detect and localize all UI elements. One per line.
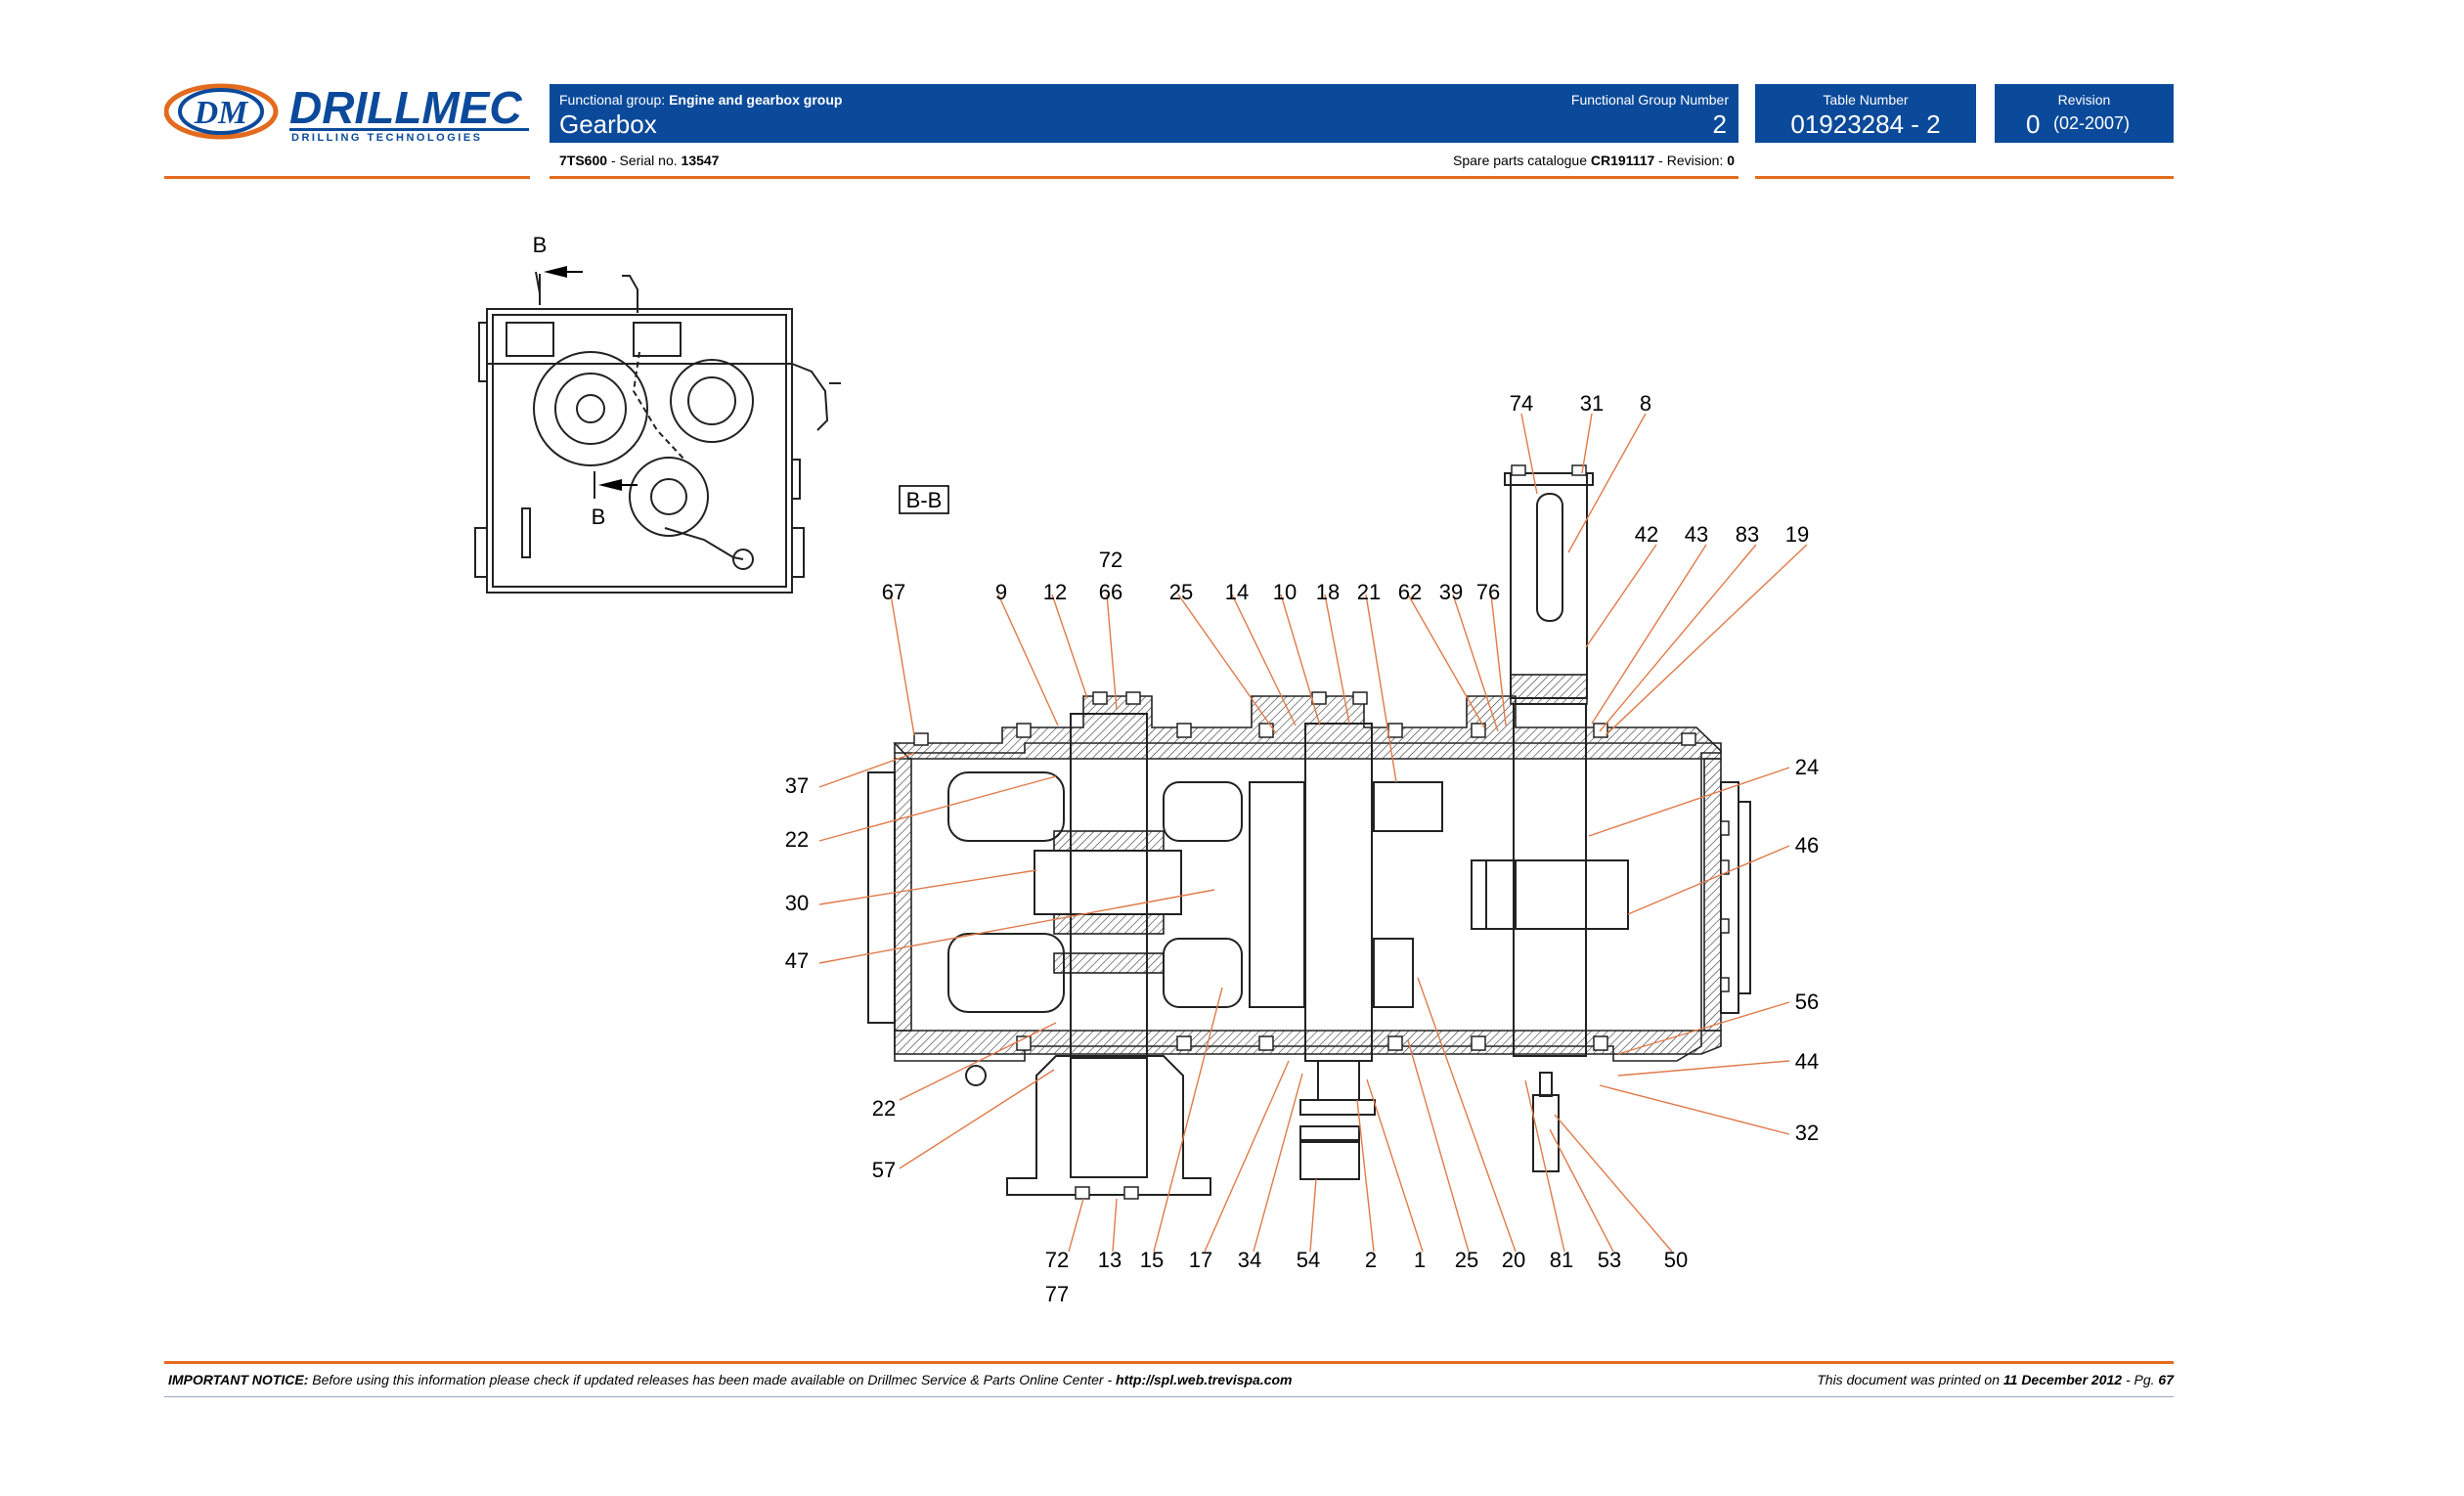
callout-76: 76 [1476,580,1500,604]
table-number: 01923284 - 2 [1790,110,1941,139]
callout-32: 32 [1795,1121,1819,1145]
header-underline-right [1755,176,2174,179]
callout-83: 83 [1736,522,1759,547]
callout-31: 31 [1580,391,1604,416]
online-center-link[interactable]: http://spl.web.trevispa.com [1116,1372,1293,1387]
section-tag: B-B [906,488,943,512]
callout-39: 39 [1439,580,1463,604]
callouts: 74 31 8 42 43 83 19 72 67 9 12 66 25 14 … [785,391,1819,1306]
callout-13: 13 [1098,1248,1122,1272]
callout-77: 77 [1045,1282,1069,1306]
footer-bottom-rule [164,1396,2174,1397]
print-info: This document was printed on 11 December… [1817,1372,2174,1387]
callout-81: 81 [1550,1248,1573,1272]
callout-50: 50 [1664,1248,1688,1272]
section-marker-top: B [533,233,548,257]
overview-view [474,266,841,594]
functional-group-number: 2 [1712,110,1727,139]
logo-text: DRILLMEC [289,82,522,133]
leader-lines [818,413,1808,1253]
svg-text:DM: DM [194,95,250,131]
callout-14: 14 [1225,580,1249,604]
callout-34: 34 [1238,1248,1261,1272]
section-tag-box [899,485,949,514]
callout-8: 8 [1640,391,1651,416]
callout-18: 18 [1316,580,1340,604]
callout-42: 42 [1635,522,1658,547]
callout-9: 9 [995,580,1007,604]
header-bar: Functional group: Engine and gearbox gro… [550,84,1738,143]
revision-date: (02-2007) [2053,113,2131,133]
header-underline [550,176,1738,179]
callout-30: 30 [785,891,809,915]
catalogue-info: Spare parts catalogue CR191117 - Revisio… [1453,153,1735,168]
revision-number: 0 [2026,110,2041,139]
callout-44: 44 [1795,1049,1819,1074]
callout-53: 53 [1598,1248,1621,1272]
gearbox-section [867,464,1751,1200]
callout-66: 66 [1099,580,1122,604]
page-number: 67 [2158,1372,2174,1387]
model-serial: 7TS600 - Serial no. 13547 [559,153,720,168]
footer-rule [164,1361,2174,1364]
table-number-box: Table Number 01923284 - 2 [1755,84,1976,143]
callout-12: 12 [1043,580,1067,604]
logo-underline [164,176,530,179]
callout-46: 46 [1795,833,1819,858]
callout-22-upper: 22 [785,827,809,852]
functional-group-number-label: Functional Group Number [1570,92,1729,108]
callout-74: 74 [1510,391,1533,416]
callout-24: 24 [1795,755,1819,779]
drillmec-logo: DM DRILLMEC DRILLING TECHNOLOGIES [163,80,536,144]
callout-56: 56 [1795,990,1819,1014]
callout-25-bottom: 25 [1455,1248,1478,1272]
callout-2: 2 [1365,1248,1377,1272]
callout-43: 43 [1685,522,1708,547]
callout-1: 1 [1414,1248,1426,1272]
callout-20: 20 [1502,1248,1525,1272]
important-notice: IMPORTANT NOTICE: Before using this info… [168,1372,1293,1387]
callout-15: 15 [1140,1248,1164,1272]
callout-37: 37 [785,773,809,798]
logo-subtext: DRILLING TECHNOLOGIES [291,132,483,143]
callout-25-top: 25 [1169,580,1193,604]
callout-19: 19 [1785,522,1809,547]
callout-21: 21 [1357,580,1381,604]
callout-10: 10 [1273,580,1297,604]
revision-label: Revision [2057,92,2111,108]
callout-17: 17 [1189,1248,1212,1272]
callout-47: 47 [785,948,809,973]
callout-67: 67 [882,580,905,604]
callout-72-bottom: 72 [1045,1248,1069,1272]
callout-62: 62 [1398,580,1422,604]
revision-box: Revision 0 (02-2007) [1995,84,2174,143]
callout-22-lower: 22 [872,1096,896,1121]
functional-group: Functional group: Engine and gearbox gro… [559,92,843,108]
page-title: Gearbox [559,110,657,139]
callout-57: 57 [872,1158,896,1182]
callout-72-top: 72 [1099,548,1122,572]
section-marker-bottom: B [592,505,606,529]
callout-54: 54 [1297,1248,1320,1272]
table-number-label: Table Number [1823,92,1909,108]
